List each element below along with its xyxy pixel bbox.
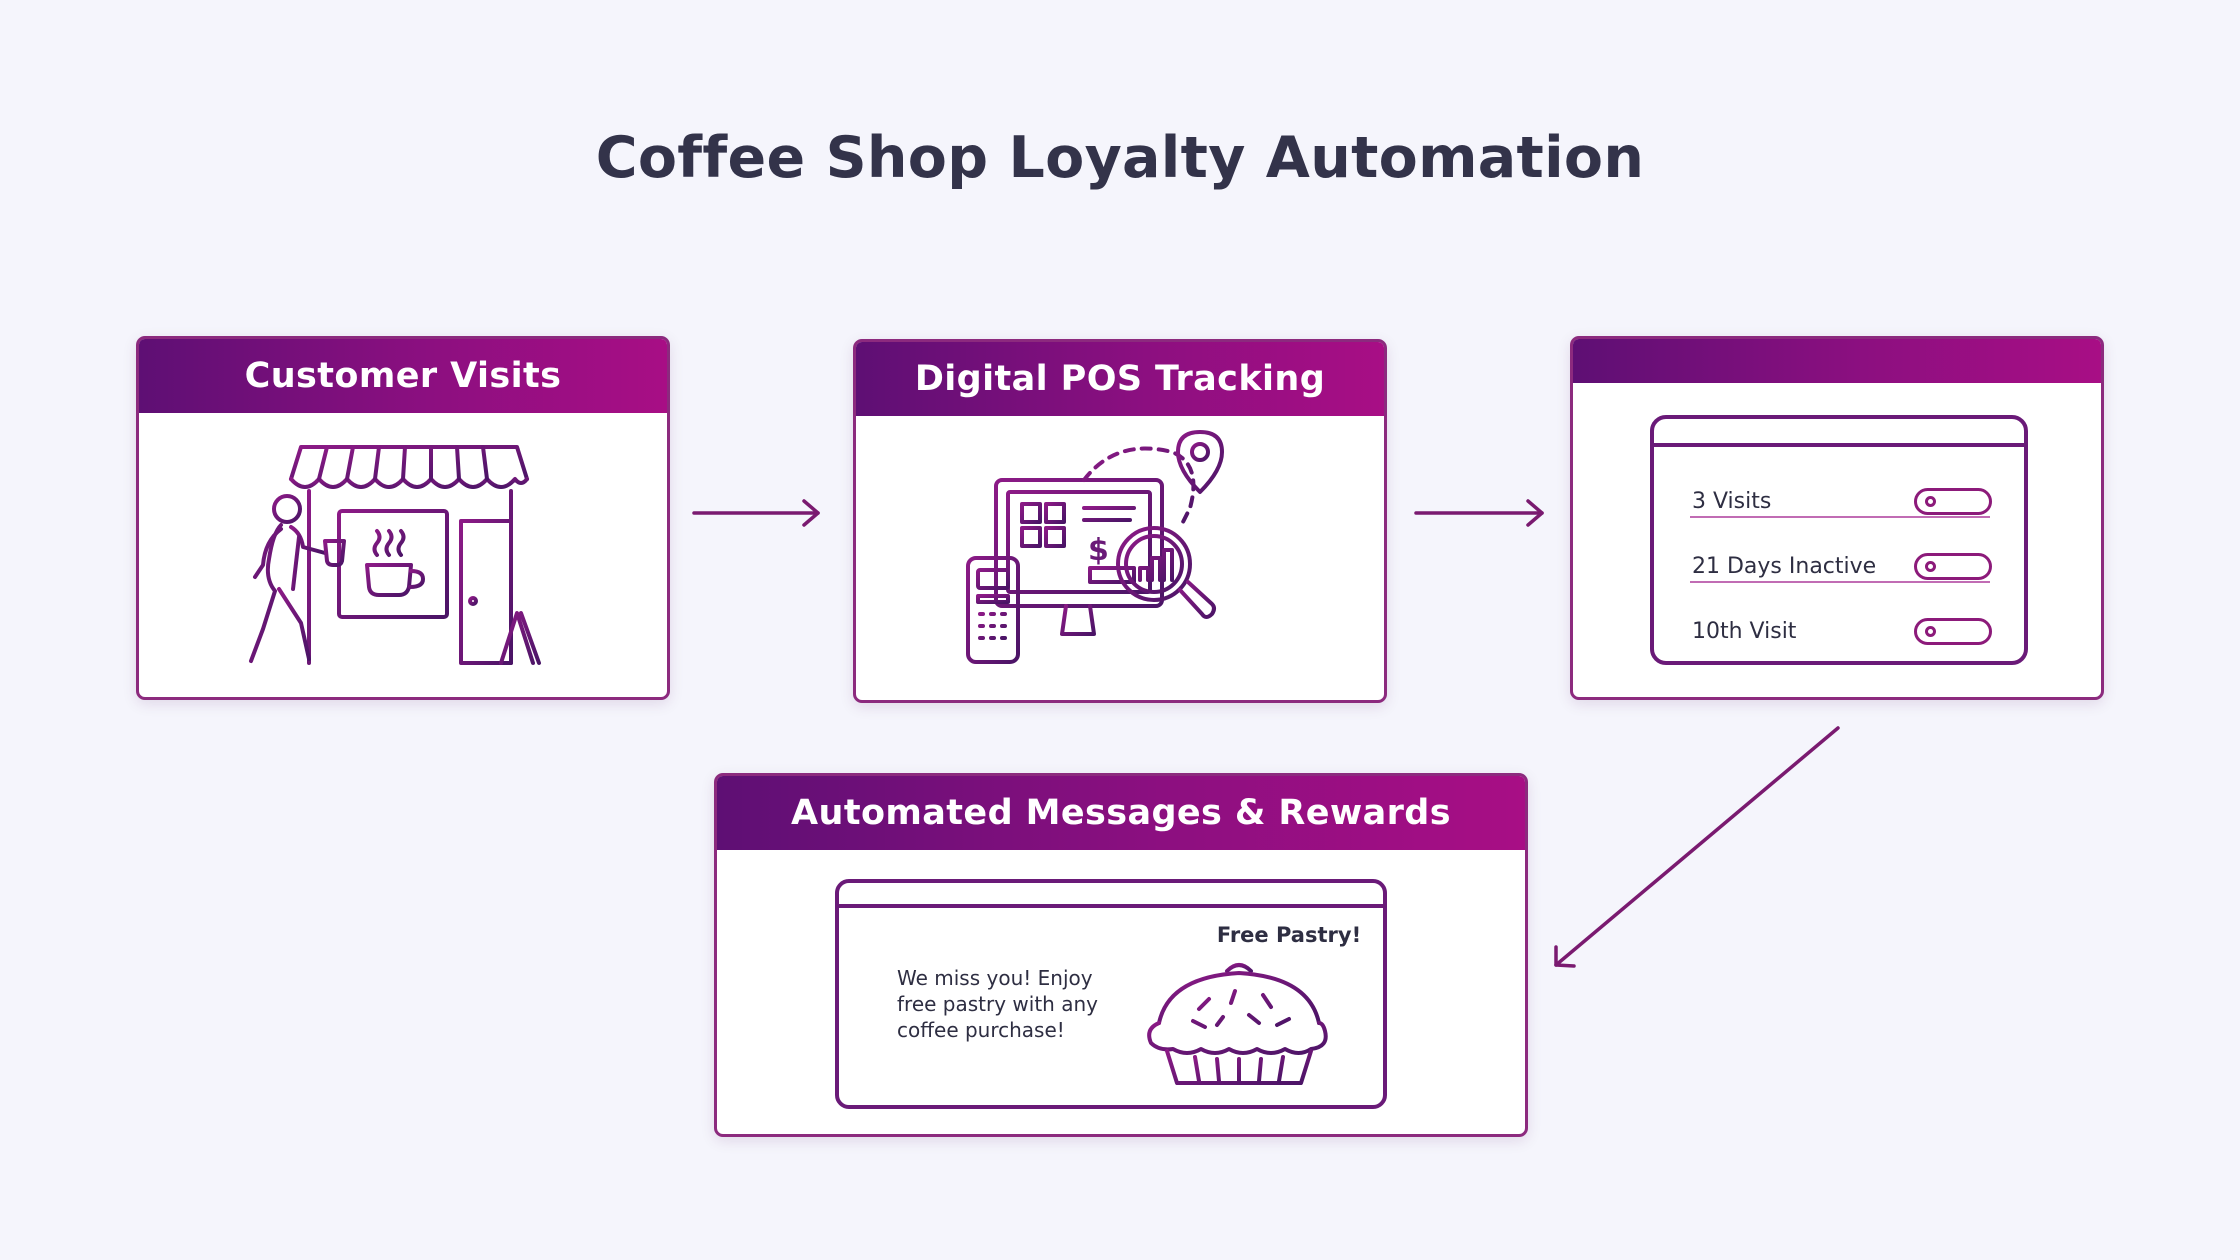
segment-label: 21 Days Inactive xyxy=(1692,553,1877,579)
diagram-title: Coffee Shop Loyalty Automation xyxy=(595,125,1645,191)
segment-toggle[interactable] xyxy=(1914,487,1992,515)
step-title: Customer Visits xyxy=(139,339,667,413)
message-text: We miss you! Enjoy free pastry with any … xyxy=(897,966,1098,1042)
step-card-segments: 3 Visits 21 Days Inactive 10th Visit xyxy=(1570,336,2104,700)
arrow-down-left-icon xyxy=(1554,726,1840,968)
pos-terminal-analytics-icon: $ xyxy=(966,430,1224,664)
svg-text:$: $ xyxy=(1088,533,1109,568)
window-title-bar xyxy=(839,904,1383,908)
segment-row: 21 Days Inactive xyxy=(1692,534,1992,598)
segment-toggle[interactable] xyxy=(1914,552,1992,580)
divider xyxy=(1690,581,1990,583)
step-title xyxy=(1573,339,2101,383)
toggle-knob-icon xyxy=(1925,560,1936,572)
divider xyxy=(1690,516,1990,518)
pie-icon xyxy=(1147,963,1328,1085)
toggle-knob-icon xyxy=(1925,495,1936,507)
step-title: Digital POS Tracking xyxy=(856,342,1384,416)
coffee-shop-storefront-icon xyxy=(247,445,541,665)
segment-row: 10th Visit xyxy=(1692,599,1992,663)
toggle-knob-icon xyxy=(1925,625,1936,637)
segment-label: 3 Visits xyxy=(1692,488,1772,514)
reward-title: Free Pastry! xyxy=(1216,923,1362,947)
segment-panel: 3 Visits 21 Days Inactive 10th Visit xyxy=(1650,415,2028,665)
step-card-automated-messages-rewards: Automated Messages & Rewards We miss you… xyxy=(714,773,1528,1137)
arrow-right-icon xyxy=(692,499,820,527)
message-window: We miss you! Enjoy free pastry with any … xyxy=(835,879,1387,1109)
step-card-customer-visits: Customer Visits xyxy=(136,336,670,700)
step-title: Automated Messages & Rewards xyxy=(717,776,1525,850)
panel-title-bar xyxy=(1654,443,2024,447)
step-card-digital-pos-tracking: Digital POS Tracking $ xyxy=(853,339,1387,703)
segment-label: 10th Visit xyxy=(1692,618,1797,644)
segment-row: 3 Visits xyxy=(1692,469,1992,533)
arrow-right-icon xyxy=(1414,499,1544,527)
segment-toggle[interactable] xyxy=(1914,617,1992,645)
